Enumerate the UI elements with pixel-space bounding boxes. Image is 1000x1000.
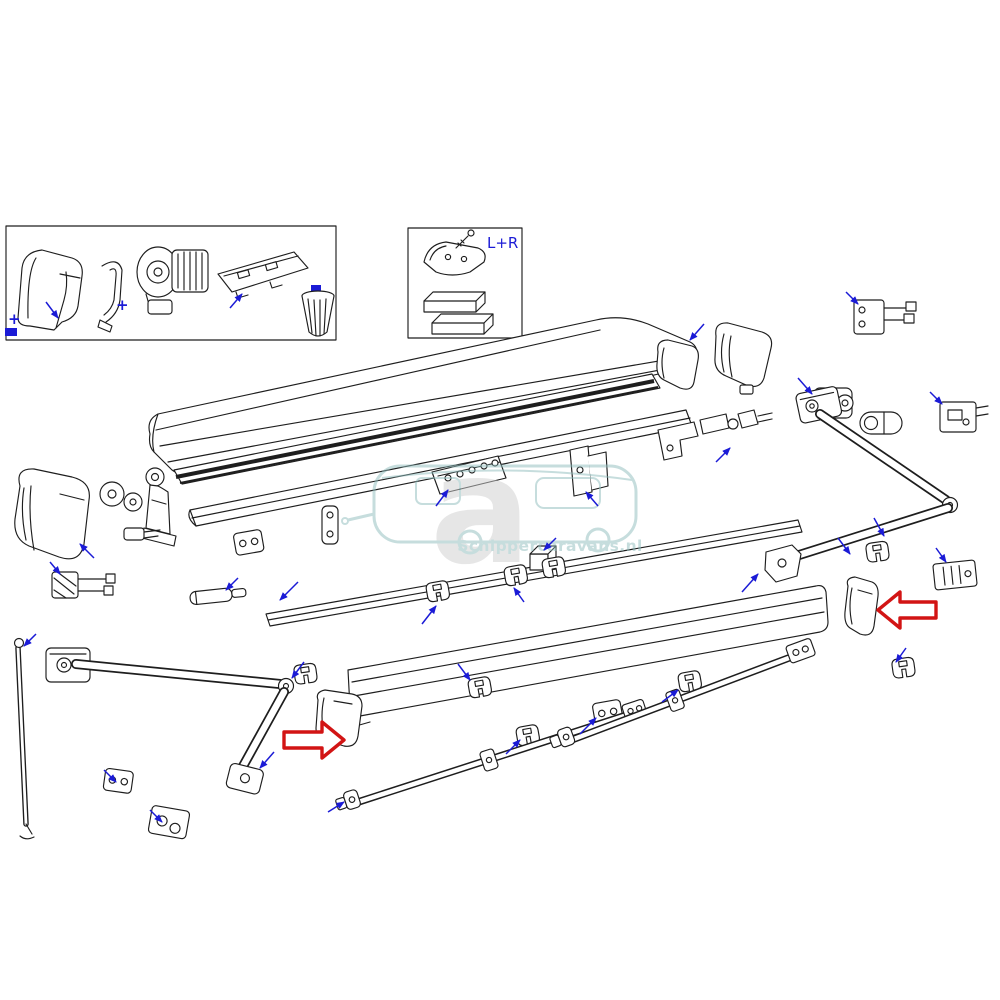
blue-arrow-icon	[291, 661, 305, 679]
spacer-blocks	[423, 291, 494, 335]
cone-adapter	[301, 285, 335, 337]
annotation-arrows	[23, 291, 947, 823]
blue-arrow-icon	[225, 577, 239, 591]
inset-box-bracket-lr: L+R	[407, 227, 523, 339]
screw-icon	[455, 229, 475, 249]
left-arm-hub-bracket	[141, 467, 177, 547]
blue-arrow-icon	[873, 517, 885, 537]
arm-foot-bracket	[764, 544, 802, 583]
z-bracket	[657, 421, 699, 461]
left-end-assembly	[14, 467, 177, 560]
slotted-bracket	[932, 559, 978, 591]
blue-arrow-icon	[797, 377, 813, 395]
center-bracket	[569, 445, 609, 497]
roller-end-fitting	[699, 409, 773, 435]
blue-arrow-icon	[689, 323, 705, 341]
blue-arrow-icon	[661, 689, 679, 703]
rafter-clevis	[333, 788, 363, 814]
inset-box-endcap-parts: + +	[5, 225, 337, 341]
top-right-end-cap-large	[714, 322, 773, 395]
spring-arm-right	[764, 386, 959, 583]
hole-plate-bracket	[147, 805, 191, 840]
wall-bracket-lr	[423, 241, 486, 276]
tension-rafter-b	[547, 638, 816, 752]
blue-arrow-icon	[935, 547, 947, 563]
blue-arrow-icon	[421, 605, 437, 625]
mount-bracket	[102, 767, 135, 795]
plus-mark: +	[8, 310, 21, 328]
blue-arrow-icon	[149, 809, 163, 823]
blue-arrow-icon	[49, 561, 61, 575]
red-arrow-right-icon	[282, 720, 346, 760]
watermark-brand: Schippercaravans.nl	[457, 537, 642, 555]
fabric-strip-dark	[173, 373, 661, 485]
panel-clip	[466, 675, 493, 700]
blue-arrow-icon	[585, 491, 599, 507]
spring-arm-left	[45, 647, 295, 795]
support-pole	[13, 637, 35, 840]
blue-square-icon	[5, 328, 17, 336]
mount-bracket	[232, 528, 265, 557]
small-pin-part	[123, 527, 161, 541]
blue-arrow-icon	[45, 301, 59, 319]
blue-arrow-icon	[327, 801, 345, 813]
blue-arrow-icon	[457, 663, 471, 681]
side-clip	[864, 540, 891, 564]
plus-mark: +	[116, 296, 129, 314]
roller-tube	[188, 409, 773, 527]
blue-arrow-icon	[23, 633, 37, 647]
front-panel	[347, 585, 829, 727]
blue-arrow-icon	[435, 489, 449, 507]
caravan-icon	[341, 464, 638, 555]
blue-cap-icon	[311, 285, 321, 292]
strap-bracket	[97, 261, 123, 333]
front-panel-right-end-cap	[844, 576, 879, 636]
pin-rod	[189, 587, 247, 606]
side-clip	[890, 656, 917, 680]
arm-foot-bracket	[225, 762, 264, 795]
pin-bracket-top-right	[853, 299, 917, 335]
blue-arrow-icon	[741, 573, 759, 593]
cylinder-part	[859, 411, 903, 435]
blue-arrow-icon	[895, 647, 907, 663]
blue-arrow-icon	[279, 581, 299, 601]
blue-arrow-icon	[229, 293, 243, 309]
blue-arrow-icon	[79, 543, 95, 559]
blue-arrow-icon	[543, 537, 557, 551]
watermark-letter: a	[430, 424, 531, 598]
motor-assembly	[136, 246, 209, 315]
blue-arrow-icon	[715, 447, 731, 463]
end-cap-part	[17, 249, 83, 331]
blue-arrow-icon	[929, 391, 943, 405]
blue-arrow-icon	[513, 587, 525, 603]
lead-rail	[265, 519, 803, 627]
top-right-end-cap-small	[656, 339, 699, 390]
mounting-bracket-pins	[51, 571, 116, 599]
mounting-plate	[217, 251, 309, 299]
panel-clip	[292, 662, 319, 686]
blue-arrow-icon	[505, 739, 521, 755]
watermark: a Schippercaravans.nl	[341, 424, 642, 598]
hanger-bracket	[321, 505, 339, 545]
flanged-clip	[939, 401, 989, 433]
blue-arrow-icon	[579, 717, 597, 735]
blue-arrow-icon	[845, 291, 859, 305]
label-left-right: L+R	[487, 234, 518, 252]
blue-arrow-icon	[837, 537, 851, 555]
blue-arrow-icon	[259, 751, 275, 769]
blue-arrow-icon	[103, 769, 117, 783]
red-arrow-left-icon	[876, 590, 938, 630]
